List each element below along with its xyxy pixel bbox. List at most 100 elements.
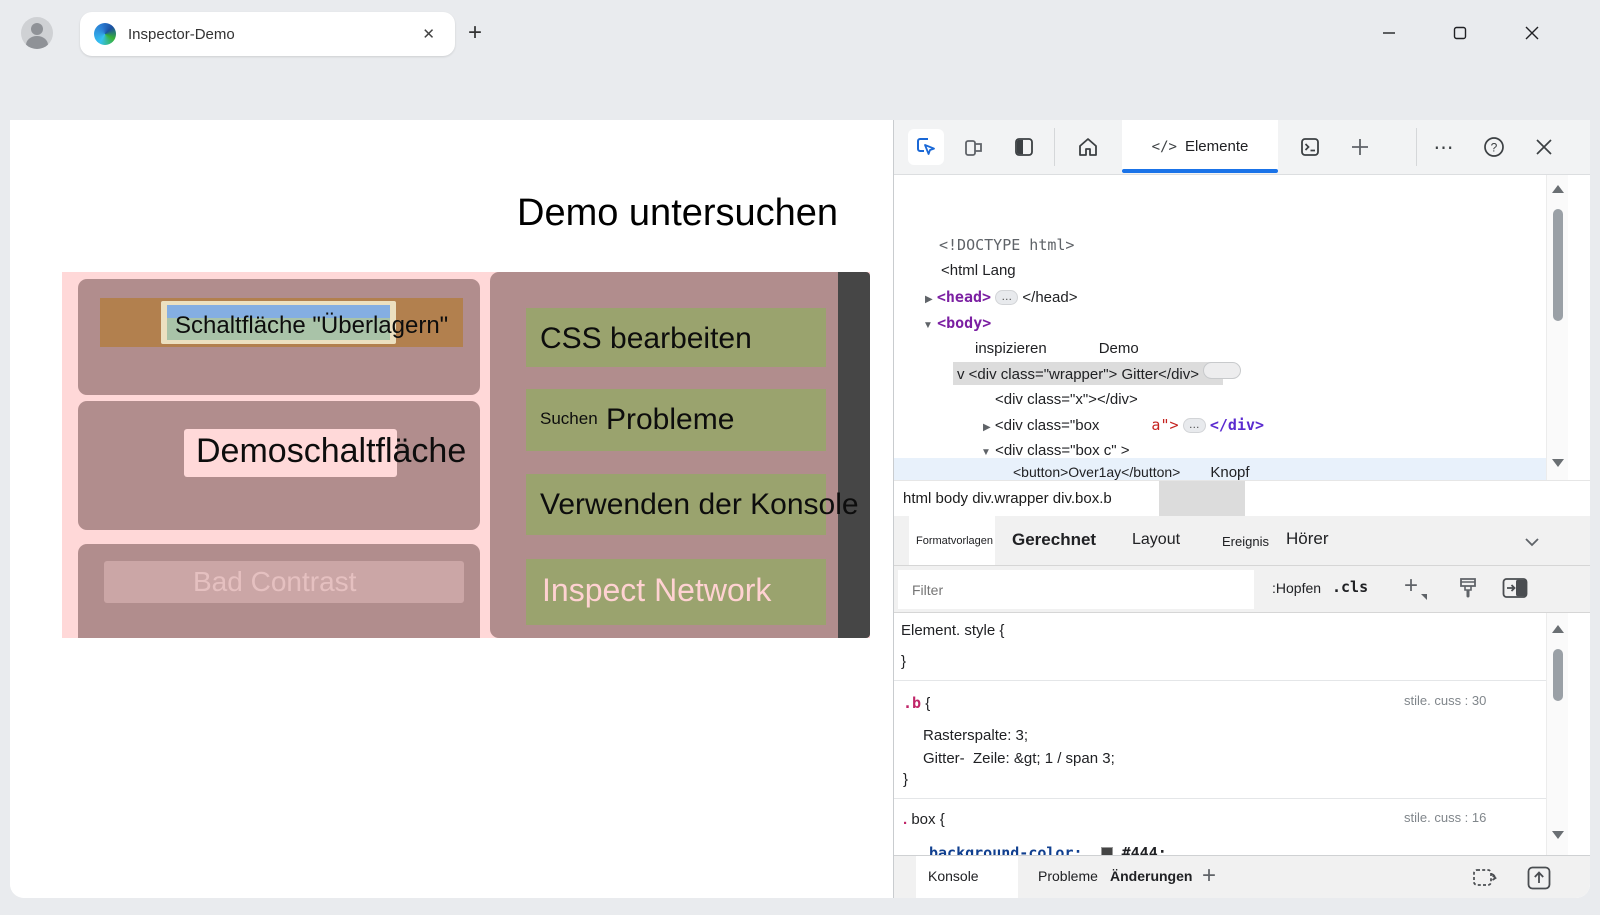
ellipsis-badge[interactable]: … [995, 290, 1019, 305]
dark-box-strip [838, 272, 870, 638]
expand-drawer-icon[interactable] [1526, 865, 1552, 891]
demo-page: Demo untersuchen Schaltfläche "Überlager… [10, 120, 893, 898]
browser-tab-strip: Inspector-Demo ✕ + [0, 0, 1600, 62]
drawer-tab-issues[interactable]: Probleme [1038, 868, 1098, 884]
dom-body-row[interactable]: ▼ <body> [923, 314, 992, 332]
dom-html-open[interactable]: <html Lang [941, 262, 1016, 279]
scrollbar-thumb[interactable] [1553, 209, 1563, 321]
scrollbar-thumb[interactable] [1553, 649, 1563, 701]
rule-box-source-link[interactable]: stile. cuss : 16 [1404, 810, 1487, 825]
rule-b-prop-2[interactable]: Gitter- Zeile: &gt; 1 / span 3; [923, 750, 1115, 767]
devtools-close-icon[interactable] [1526, 129, 1562, 165]
dom-doctype[interactable]: <!DOCTYPE html> [939, 236, 1075, 254]
search-issues-button[interactable]: Suchen Probleme [526, 389, 826, 451]
rule-box-prop[interactable]: background-color: #444; [929, 841, 1167, 855]
new-rule-dropdown-icon[interactable] [1421, 594, 1427, 600]
profile-avatar[interactable] [21, 17, 53, 49]
breadcrumb-selected[interactable]: div.box.b [1052, 490, 1112, 507]
selected-row-highlight [894, 458, 1546, 480]
dock-drawer-icon[interactable] [1472, 866, 1498, 890]
new-tab-button[interactable]: + [468, 19, 483, 46]
toolbar-separator [1054, 128, 1055, 166]
tab-computed[interactable]: Gerechnet [1012, 530, 1097, 549]
element-style-close: } [901, 653, 907, 670]
computed-sidebar-icon[interactable] [1502, 577, 1528, 599]
home-icon[interactable] [1070, 129, 1106, 165]
styles-pane: Element. style { } .b { stile. cuss : 30… [894, 613, 1590, 855]
bad-contrast-button[interactable]: Bad Contrast [193, 566, 357, 597]
collapse-arrow-icon[interactable]: ▼ [923, 320, 933, 331]
drawer-add-tab-icon[interactable]: + [1202, 862, 1217, 889]
devtools-help-icon[interactable]: ? [1476, 129, 1512, 165]
inspect-element-icon[interactable] [908, 129, 944, 165]
tab-elements[interactable]: </> Elemente [1122, 120, 1278, 173]
rule-b-prop-1[interactable]: Rasterspalte: 3; [923, 727, 1029, 744]
devtools-divider [893, 120, 894, 898]
browser-tab[interactable]: Inspector-Demo ✕ [80, 12, 455, 56]
expand-arrow-icon[interactable]: ▶ [925, 294, 933, 305]
rule-separator [894, 680, 1546, 681]
add-tool-icon[interactable] [1342, 129, 1378, 165]
window-minimize-button[interactable] [1374, 18, 1404, 48]
chevron-down-icon[interactable] [1522, 532, 1542, 552]
wrapper-row-highlight [953, 362, 1223, 385]
dom-box-c-row[interactable]: ▼ <div class="box c" > [981, 442, 1130, 459]
use-console-button[interactable]: Verwenden der Konsole [526, 474, 859, 535]
color-swatch[interactable] [1100, 847, 1113, 855]
inspect-network-label: Inspect Network [542, 572, 772, 608]
tab-event-listeners-small[interactable]: Ereignis [1222, 534, 1269, 549]
rule-box-selector[interactable]: . box { [903, 811, 945, 828]
dom-x-row[interactable]: <div class="x"></div> [995, 391, 1138, 408]
window-close-button[interactable] [1517, 18, 1547, 48]
scroll-down-icon[interactable] [1552, 459, 1564, 467]
rule-b-source-link[interactable]: stile. cuss : 30 [1404, 693, 1487, 708]
hover-toggle[interactable]: :Hopfen [1272, 580, 1322, 596]
dom-button-row[interactable]: <button>Over1ay</button>Knopf [1013, 464, 1250, 480]
page-title: Demo untersuchen [517, 192, 839, 234]
drawer-tab-console[interactable]: Konsole [916, 856, 1018, 898]
dom-tree: <!DOCTYPE html> <html Lang ▶ <head> … </… [894, 175, 1590, 480]
edit-css-button[interactable]: CSS bearbeiten [526, 308, 826, 367]
box-contrast: Bad Contrast [78, 544, 480, 638]
devtools-panel: </> Elemente ⋯ ? [893, 120, 1590, 898]
use-console-label: Verwenden der Konsole [540, 488, 859, 521]
scroll-up-icon[interactable] [1552, 185, 1564, 193]
demo-button-bg [184, 429, 397, 477]
dom-wrapper-row[interactable]: v <div class="wrapper"> Gitter</div> [957, 362, 1242, 387]
devtools-more-icon[interactable]: ⋯ [1433, 136, 1455, 159]
grid-badge[interactable] [1203, 362, 1242, 379]
scroll-down-icon[interactable] [1552, 831, 1564, 839]
tab-styles[interactable]: Formatvorlagen [909, 516, 995, 565]
new-rule-icon[interactable]: + [1404, 572, 1419, 599]
console-drawer-icon[interactable] [1292, 129, 1328, 165]
styles-filter-input[interactable] [898, 570, 1254, 609]
drawer-tab-changes[interactable]: Änderungen [1110, 868, 1193, 884]
brush-icon[interactable] [1456, 576, 1480, 602]
inspect-network-button[interactable]: Inspect Network [526, 559, 826, 625]
activity-bar-icon[interactable] [1006, 129, 1042, 165]
breadcrumb[interactable]: html body div.wrapper div.box.b [903, 490, 1112, 507]
element-style-rule[interactable]: Element. style { [901, 622, 1005, 639]
device-emulation-icon[interactable] [956, 129, 992, 165]
demo-button[interactable]: Demoschaltfläche [196, 432, 467, 470]
rule-b-selector[interactable]: .b { [903, 694, 931, 712]
tab-event-listeners[interactable]: Hörer [1286, 529, 1329, 548]
cls-toggle[interactable]: .cls [1332, 578, 1369, 596]
svg-text:?: ? [1491, 140, 1498, 154]
tab-close-icon[interactable]: ✕ [422, 26, 435, 43]
styles-filter-row: :Hopfen .cls + [894, 566, 1590, 613]
search-issues-label-big: Probleme [606, 403, 735, 436]
styles-scrollbar[interactable] [1546, 613, 1568, 855]
overlay-button[interactable]: Schaltfläche "Überlagern" [175, 312, 449, 339]
dom-scrollbar[interactable] [1546, 175, 1568, 480]
breadcrumb-bar: html body div.wrapper div.box.b [894, 480, 1590, 516]
console-tab-label: Konsole [928, 868, 979, 884]
demo-wrapper: Schaltfläche "Überlagern" Demoschaltfläc… [62, 272, 870, 638]
scroll-up-icon[interactable] [1552, 625, 1564, 633]
ellipsis-badge[interactable]: … [1182, 418, 1206, 433]
window-maximize-button[interactable] [1445, 18, 1475, 48]
tab-layout[interactable]: Layout [1132, 531, 1181, 548]
dom-head-row[interactable]: ▶ <head> … </head> [925, 288, 1078, 306]
